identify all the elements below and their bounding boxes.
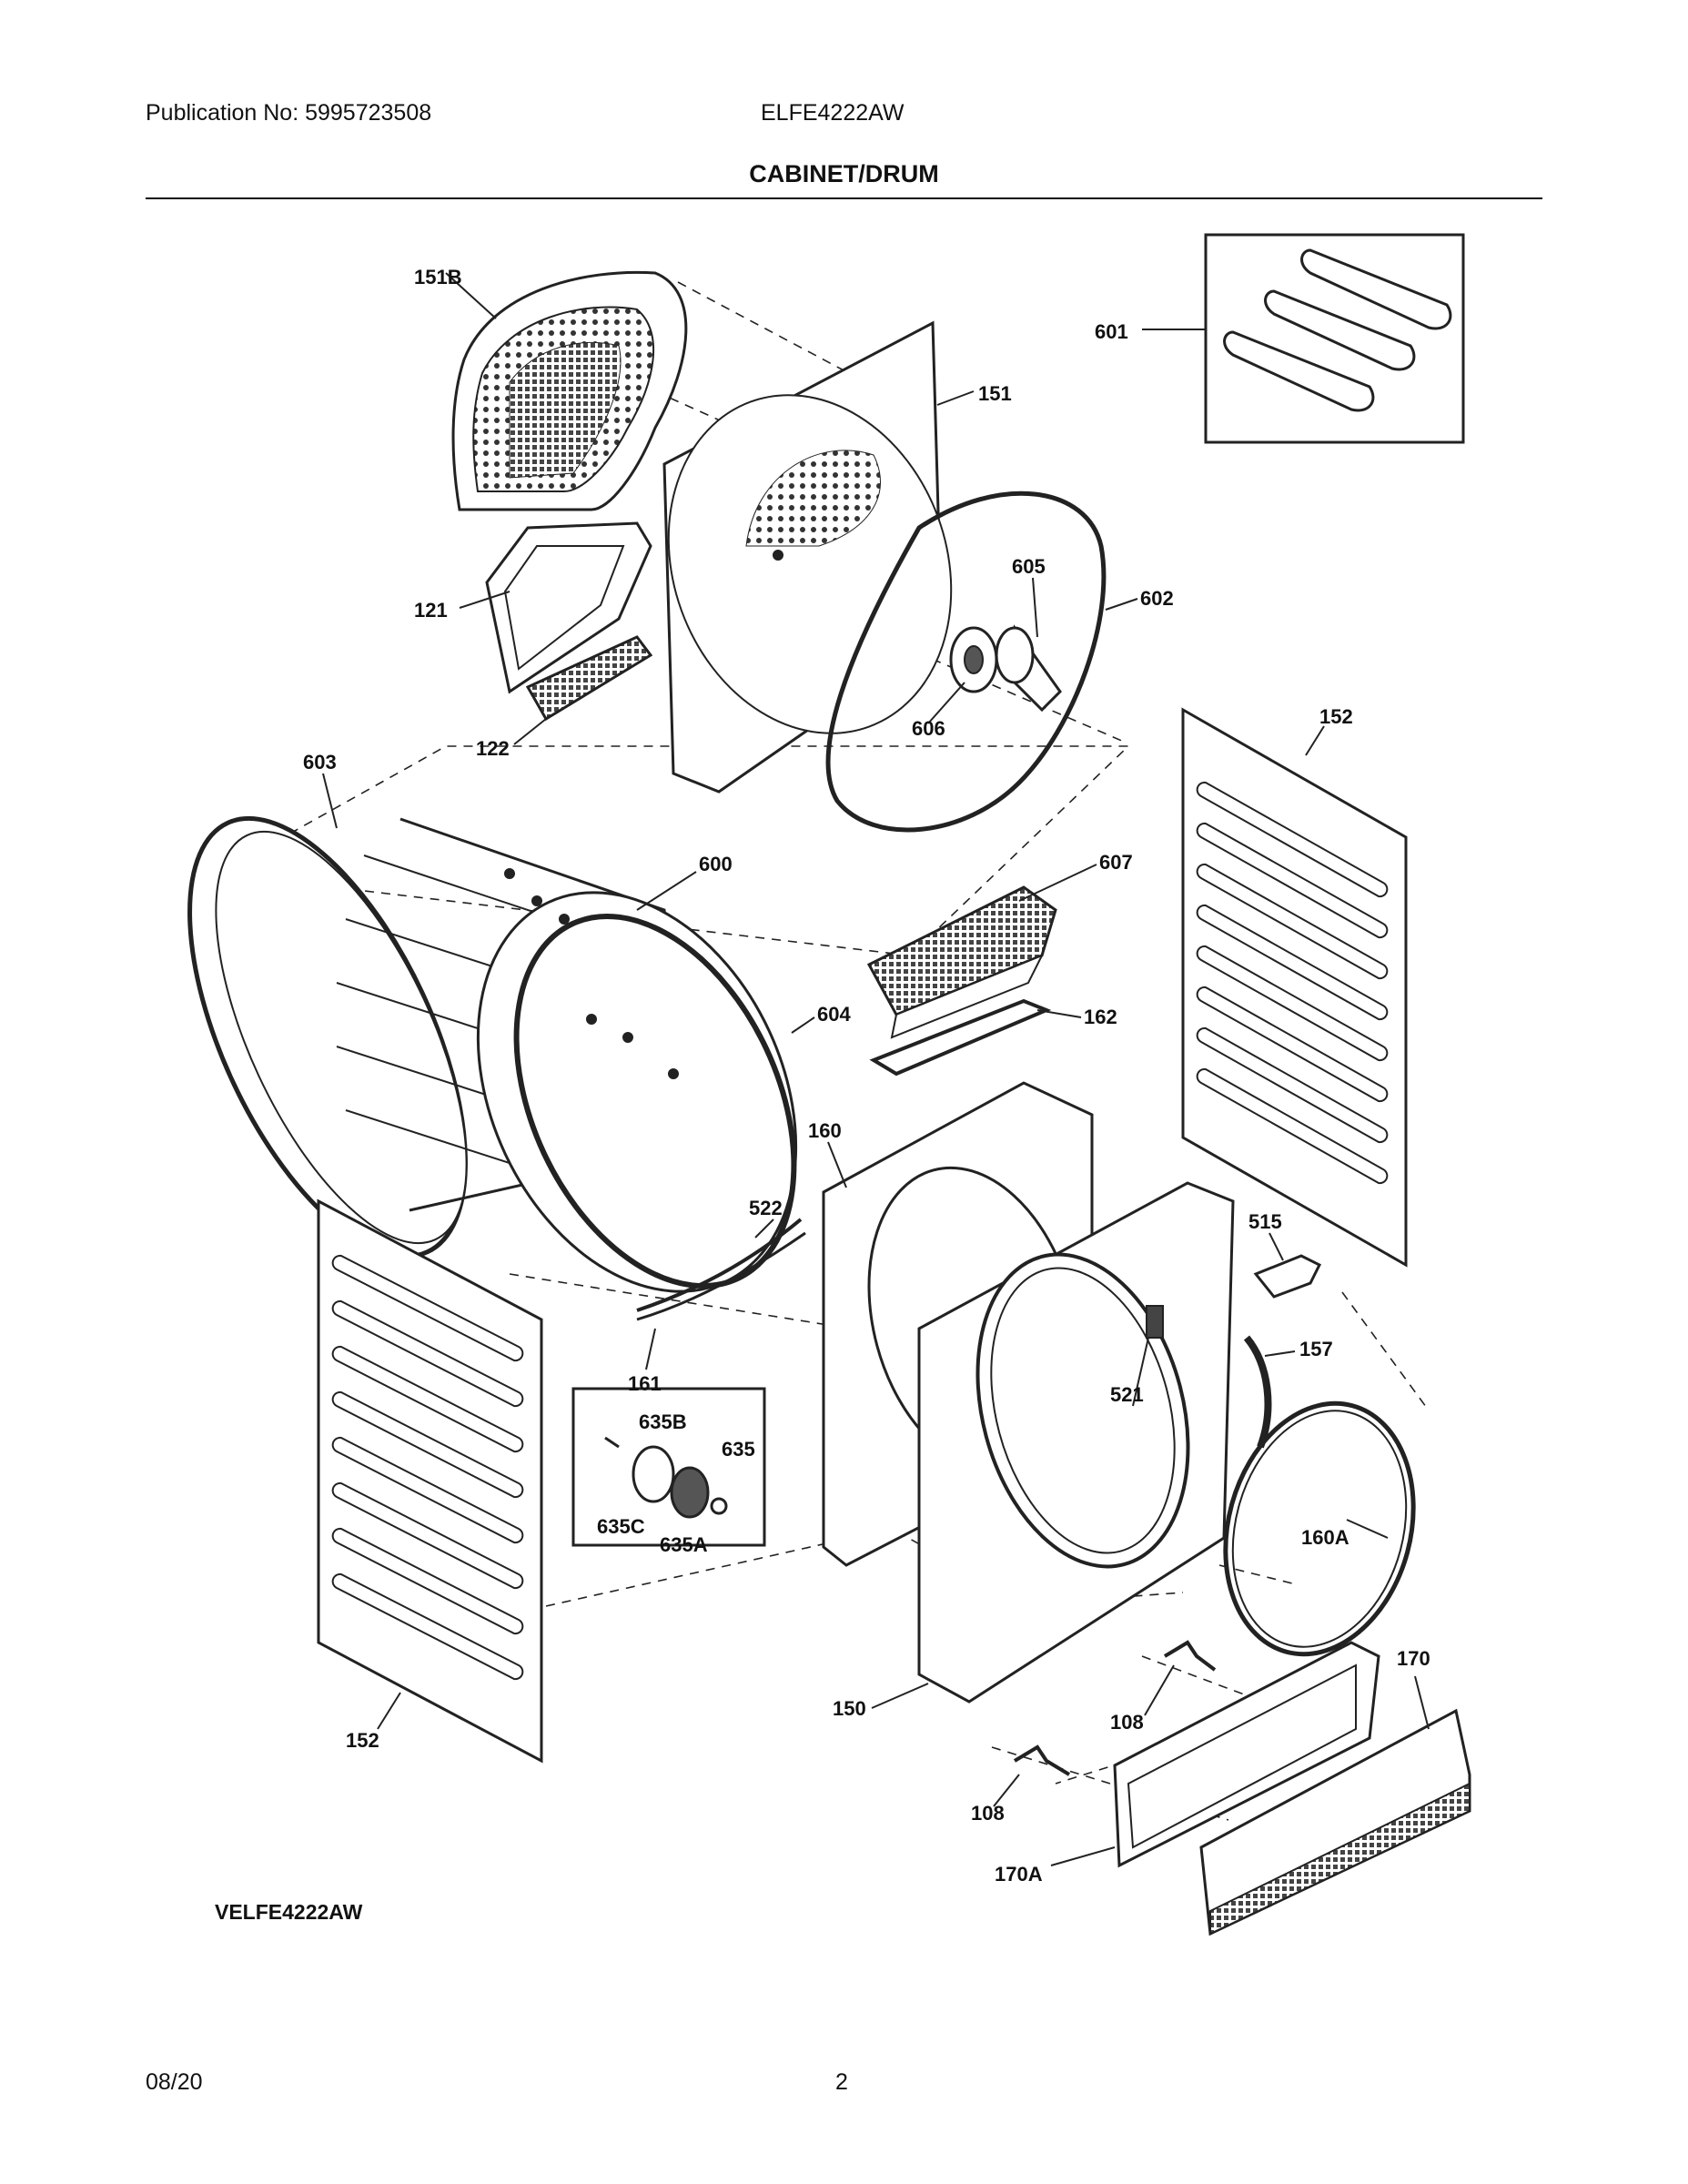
publication-number: Publication No: 5995723508 bbox=[146, 100, 432, 126]
part-labels: 151B 151 601 605 602 121 606 122 603 152… bbox=[303, 266, 1430, 1886]
leader-lines bbox=[322, 272, 1430, 1866]
hinge-cover-157 bbox=[1243, 1335, 1272, 1449]
label-606: 606 bbox=[912, 717, 945, 740]
variant-model: VELFE4222AW bbox=[215, 1900, 363, 1924]
lint-duct-121 bbox=[485, 521, 652, 694]
label-601: 601 bbox=[1095, 320, 1128, 343]
label-161: 161 bbox=[628, 1372, 662, 1395]
rear-bulkhead-151 bbox=[662, 320, 953, 794]
drum-shaft-605-606 bbox=[949, 624, 1062, 713]
sensor-515 bbox=[1253, 1254, 1322, 1299]
bracket-108-upper bbox=[1163, 1640, 1217, 1672]
label-152-left: 152 bbox=[346, 1729, 379, 1752]
gasket-162 bbox=[869, 998, 1052, 1077]
lint-screen-122 bbox=[525, 635, 653, 722]
bulkhead-grille-151b bbox=[451, 270, 688, 511]
door-seal-160a bbox=[1223, 1400, 1416, 1657]
label-605: 605 bbox=[1012, 555, 1046, 578]
side-panel-152-right bbox=[1181, 707, 1408, 1268]
rear-seal-602 bbox=[825, 490, 1107, 833]
lint-housing-607 bbox=[866, 885, 1057, 1039]
label-604: 604 bbox=[817, 1003, 851, 1026]
label-522: 522 bbox=[749, 1197, 783, 1219]
label-635b: 635B bbox=[639, 1410, 687, 1433]
label-602: 602 bbox=[1140, 587, 1174, 610]
label-151b: 151B bbox=[414, 266, 462, 288]
label-521: 521 bbox=[1110, 1383, 1144, 1406]
publication-date: 08/20 bbox=[146, 2069, 203, 2095]
console-170 bbox=[1199, 1708, 1471, 1936]
section-title: CABINET/DRUM bbox=[749, 160, 939, 187]
label-152-right: 152 bbox=[1319, 705, 1353, 728]
header-rule bbox=[146, 197, 1542, 199]
label-635: 635 bbox=[722, 1438, 755, 1461]
label-635c: 635C bbox=[597, 1515, 645, 1538]
label-157: 157 bbox=[1299, 1338, 1333, 1360]
label-121: 121 bbox=[414, 599, 448, 622]
page-number: 2 bbox=[835, 2069, 848, 2095]
label-150: 150 bbox=[833, 1697, 866, 1720]
label-162: 162 bbox=[1084, 1006, 1117, 1028]
label-108-lower: 108 bbox=[971, 1802, 1005, 1825]
label-600: 600 bbox=[699, 853, 733, 875]
drum-slides-601-box bbox=[1204, 233, 1465, 444]
label-515: 515 bbox=[1248, 1210, 1282, 1233]
control-panel-170a bbox=[1113, 1641, 1380, 1868]
label-603: 603 bbox=[303, 751, 337, 774]
label-122: 122 bbox=[476, 737, 510, 760]
label-151: 151 bbox=[978, 382, 1012, 405]
label-170a: 170A bbox=[995, 1863, 1043, 1886]
model-number: ELFE4222AW bbox=[761, 100, 905, 126]
label-160: 160 bbox=[808, 1119, 842, 1142]
bracket-108-lower bbox=[1013, 1744, 1071, 1776]
label-635a: 635A bbox=[660, 1533, 708, 1556]
label-607: 607 bbox=[1099, 851, 1133, 874]
side-panel-152-left bbox=[317, 1198, 543, 1764]
label-108-upper: 108 bbox=[1110, 1711, 1144, 1734]
front-panel-150 bbox=[917, 1181, 1235, 1704]
trim-522-161 bbox=[636, 1218, 806, 1321]
label-170: 170 bbox=[1397, 1647, 1430, 1670]
drum-assembly-600 bbox=[187, 815, 798, 1293]
label-160a: 160A bbox=[1301, 1526, 1349, 1549]
hinge-kit-635-box bbox=[571, 1387, 766, 1547]
